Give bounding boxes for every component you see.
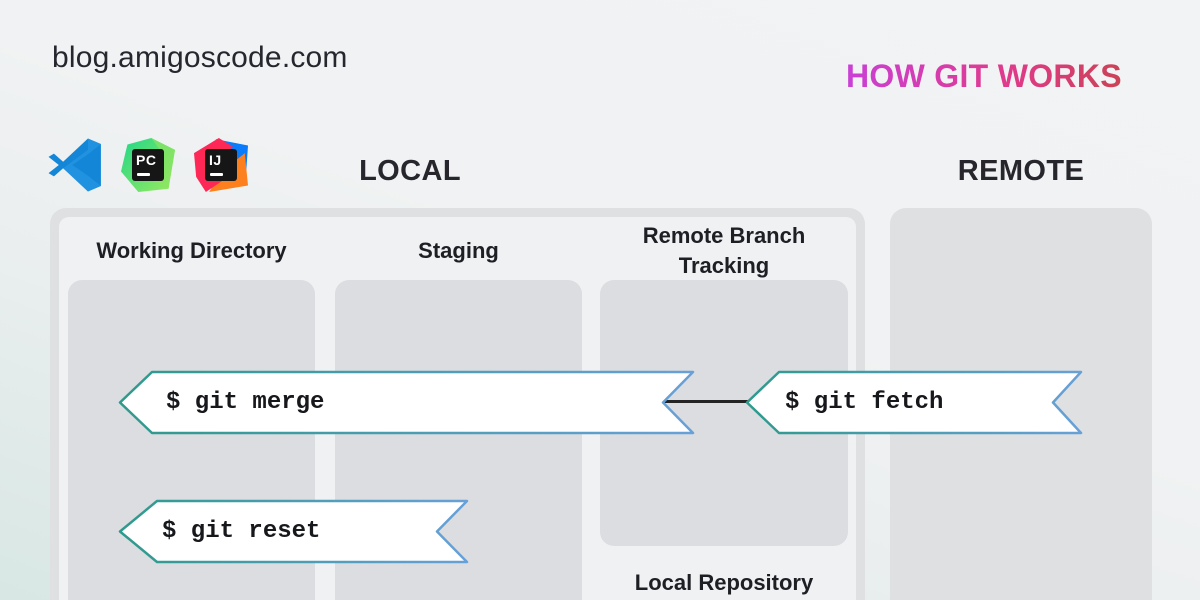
pycharm-code-box: PC <box>132 149 164 181</box>
intellij-icon: IJ <box>194 138 248 192</box>
site-title: blog.amigoscode.com <box>52 41 348 74</box>
local-repository-label: Local Repository <box>634 570 814 595</box>
git-merge-ribbon-shape <box>118 370 695 435</box>
git-fetch-ribbon-shape <box>745 370 1083 435</box>
intellij-letters: IJ <box>209 152 222 168</box>
git-merge-banner: $ git merge <box>118 370 696 435</box>
git-reset-banner: $ git reset <box>118 499 470 564</box>
working-directory-label: Working Directory <box>96 238 287 263</box>
git-fetch-banner: $ git fetch <box>745 370 1084 435</box>
ide-icon-row: PC IJ <box>48 136 248 194</box>
git-reset-command-text: $ git reset <box>162 518 321 545</box>
page-title: HOW GIT WORKS <box>846 58 1136 95</box>
git-merge-command-text: $ git merge <box>166 389 325 416</box>
local-zone-heading: LOCAL <box>359 155 461 187</box>
vscode-logo-shape <box>48 138 101 192</box>
pycharm-letters: PC <box>136 152 157 168</box>
pycharm-underscore <box>137 173 150 176</box>
merge-fetch-connector-line <box>658 400 750 403</box>
vscode-icon <box>48 138 102 192</box>
remote-branch-tracking-label: Remote Branch Tracking <box>642 223 806 278</box>
pycharm-icon: PC <box>121 138 175 192</box>
remote-zone-heading: REMOTE <box>957 155 1085 187</box>
intellij-code-box: IJ <box>205 149 237 181</box>
intellij-underscore <box>210 173 223 176</box>
git-fetch-command-text: $ git fetch <box>785 389 944 416</box>
staging-label: Staging <box>418 238 499 263</box>
git-reset-ribbon-shape <box>118 499 469 564</box>
